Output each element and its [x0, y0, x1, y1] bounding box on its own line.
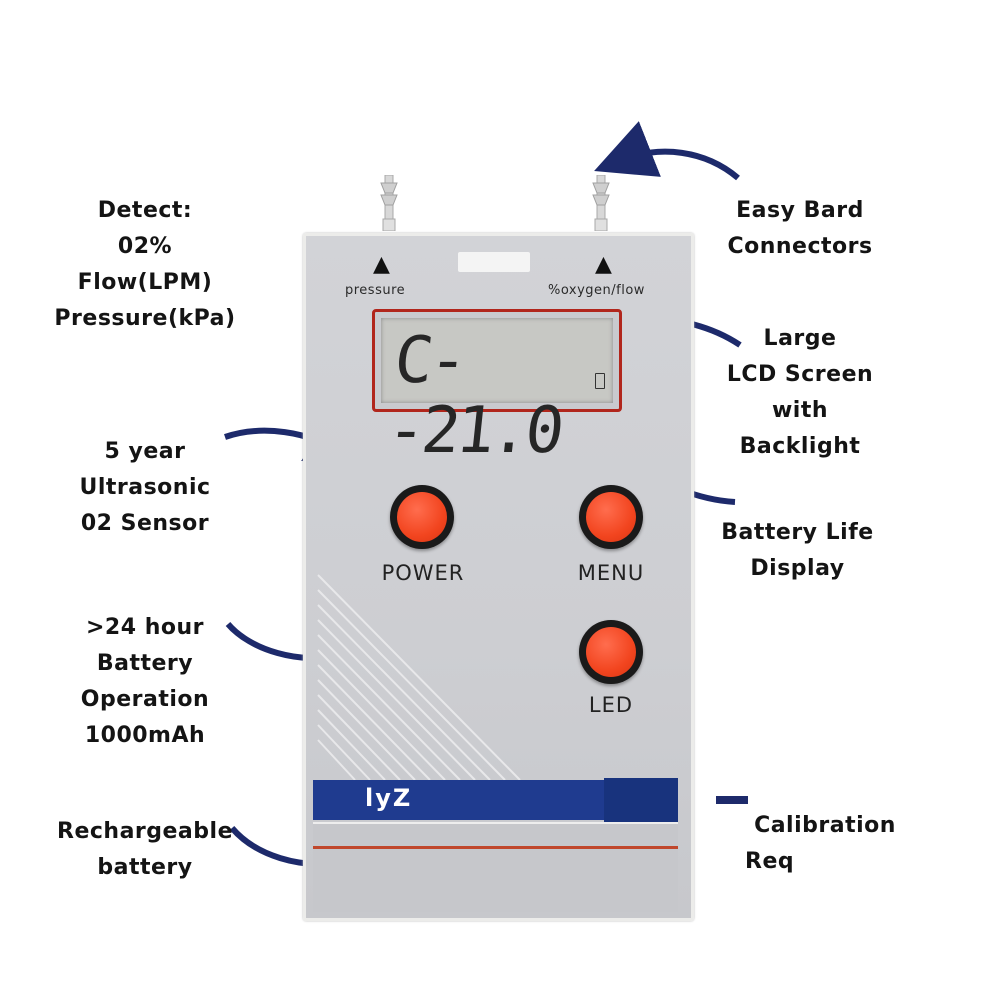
annotation-rechargeable: Rechargeable battery — [40, 814, 250, 886]
annotation-calibration: Calibration Req — [745, 808, 905, 880]
lcd-screen-frame: C--21.0 — [372, 309, 622, 468]
right-barb-connector — [592, 175, 610, 231]
lcd-reading: C--21.0 — [383, 324, 564, 468]
annotation-line: Operation — [80, 687, 210, 712]
annotation-line: Connectors — [727, 234, 873, 259]
annotation-line: Battery — [96, 651, 194, 676]
annotation-line: Large — [763, 326, 837, 351]
annotation-line: 02% — [117, 234, 173, 259]
annotation-line: Detect: — [97, 198, 193, 223]
annotation-connectors: Easy Bard Connectors — [705, 193, 895, 265]
led-button[interactable] — [579, 620, 643, 684]
annotation-line: Display — [750, 556, 845, 581]
port-right-label: %oxygen/flow — [548, 283, 645, 298]
menu-button[interactable] — [579, 485, 643, 549]
annotation-line: Battery Life — [721, 520, 874, 545]
annotation-line: Rechargeable — [57, 819, 233, 844]
strip-fragment — [716, 796, 748, 804]
annotation-line: 5 year — [104, 439, 186, 464]
annotation-line: Ultrasonic — [79, 475, 211, 500]
arrow-connectors — [594, 121, 740, 181]
up-arrow-icon: ▲ — [373, 252, 390, 277]
port-left-label: pressure — [345, 283, 406, 298]
brand-strip-block — [604, 778, 678, 822]
annotation-line: Backlight — [739, 434, 861, 459]
left-barb-connector — [380, 175, 398, 231]
power-button-label: POWER — [381, 561, 465, 585]
annotation-line: 02 Sensor — [80, 511, 210, 536]
annotation-battery-life: Battery Life Display — [700, 515, 895, 587]
annotation-line: Flow(LPM) — [77, 270, 213, 295]
annotation-line: >24 hour — [86, 615, 204, 640]
annotation-line: with — [771, 398, 829, 423]
battery-compartment-edge — [313, 846, 678, 849]
led-button-label: LED — [588, 693, 634, 717]
annotation-line: LCD Screen — [726, 362, 874, 387]
battery-icon — [595, 373, 605, 389]
annotation-sensor: 5 year Ultrasonic 02 Sensor — [50, 434, 240, 542]
annotation-line: Easy Bard — [736, 198, 864, 223]
annotation-line: Pressure(kPa) — [54, 306, 236, 331]
annotation-operation: >24 hour Battery Operation 1000mAh — [50, 610, 240, 754]
menu-button-label: MENU — [577, 561, 645, 585]
annotation-lcd: Large LCD Screen with Backlight — [705, 321, 895, 465]
serial-sticker — [458, 252, 530, 272]
annotation-detect: Detect: 02% Flow(LPM) Pressure(kPa) — [40, 193, 250, 337]
annotation-line: battery — [97, 855, 193, 880]
power-button[interactable] — [390, 485, 454, 549]
annotation-line: Calibration — [754, 813, 896, 838]
up-arrow-icon: ▲ — [595, 252, 612, 277]
lcd-screen: C--21.0 — [381, 318, 613, 468]
annotation-line: Req — [745, 849, 795, 874]
annotation-line: 1000mAh — [84, 723, 206, 748]
battery-compartment — [313, 822, 678, 912]
brand-strip-text: lyZ — [365, 784, 413, 812]
